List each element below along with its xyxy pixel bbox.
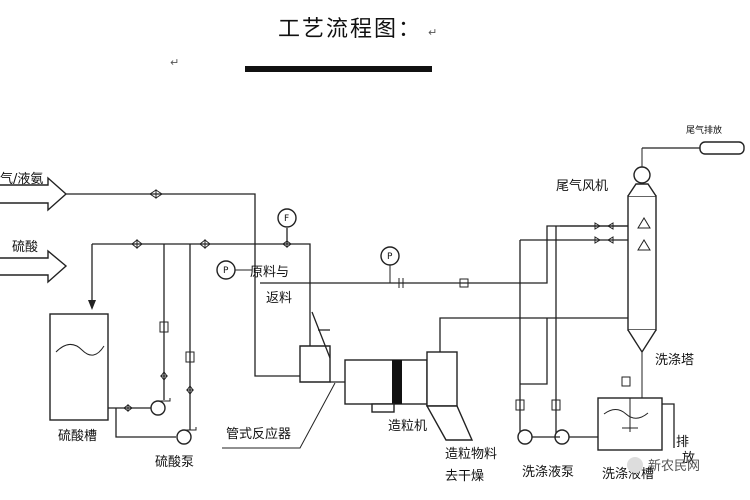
- wash-pump-1: [517, 429, 533, 445]
- tank-to-pump2-pipe: [115, 408, 176, 438]
- hood-drain-line: [520, 318, 548, 385]
- spray-valve-1: [594, 222, 614, 230]
- granulator-exhaust-pipe: [260, 225, 628, 284]
- title-underline: [245, 66, 432, 72]
- discharge-label-2: 放: [682, 451, 695, 466]
- exhaust-outlet: [699, 141, 745, 155]
- pressure-gauge-2-label: P: [387, 252, 393, 262]
- diagram-title: 工艺流程图：: [278, 17, 422, 42]
- hood-exhaust-pipe: [439, 317, 628, 352]
- spray-valve-2: [594, 236, 614, 244]
- granulator-motor: [371, 403, 395, 413]
- tank-label: 硫酸槽: [58, 429, 97, 444]
- pump2-valve: [186, 385, 194, 395]
- tank-inlet-valve: [621, 376, 631, 387]
- exhaust-label: 尾气排放: [686, 124, 722, 136]
- pipe-reactor-body: [299, 345, 331, 383]
- tower-spray-nozzle-2: [637, 239, 651, 251]
- fan-label: 尾气风机: [556, 178, 608, 194]
- title-return-mark: ↵: [428, 26, 437, 39]
- acid-pump-2: [176, 429, 192, 445]
- reactor-label: 管式反应器: [226, 426, 291, 442]
- sulfuric-acid-tank: [49, 313, 109, 421]
- raw-return-label-2: 返料: [266, 291, 292, 306]
- wash-tank-label: 洗涤液槽: [602, 467, 654, 482]
- flow-indicator-gauge: [277, 208, 297, 228]
- discharge-chute: [425, 405, 474, 441]
- tower-label: 洗涤塔: [655, 353, 694, 368]
- tank-liquid-level: [55, 344, 105, 356]
- acid-pump-2-outlet: [184, 427, 197, 431]
- tower-spray-nozzle-1: [637, 217, 651, 229]
- ammonia-pipe: [66, 193, 300, 377]
- pump-label: 硫酸泵: [155, 455, 194, 470]
- to-dryer-label-2: 去干燥: [445, 469, 484, 484]
- acid-header-pipe: [92, 243, 311, 350]
- tower-bottom-cone: [627, 329, 657, 354]
- pump2-check-valve: [185, 351, 195, 363]
- pressure-gauge-1-label: P: [223, 266, 229, 276]
- exhaust-damper: [459, 278, 469, 288]
- acid-pump-1-outlet: [158, 398, 171, 402]
- discharge-label: 排: [676, 435, 689, 450]
- watermark: 新农民网: [648, 458, 700, 474]
- wash-pump-1-valve: [515, 399, 525, 411]
- acid-pump-1: [150, 400, 166, 416]
- granulator-discharge-hood: [426, 351, 458, 407]
- acid-label: 硫酸: [12, 240, 38, 255]
- flow-indicator-label: F: [284, 214, 289, 224]
- ammonia-valve: [149, 189, 163, 199]
- wash-tank-liquid-level: [603, 409, 649, 419]
- wash-tank-agitator: [622, 398, 638, 432]
- acid-to-tank-arrow: [88, 300, 96, 310]
- granulator-drum: [344, 359, 428, 405]
- granulator-ring-gear: [392, 360, 402, 404]
- raw-return-label: 原料与: [250, 265, 289, 280]
- wash-pump-2-valve: [551, 399, 561, 411]
- scrubbing-tower: [627, 195, 657, 331]
- corner-return-mark: ↵: [170, 56, 179, 69]
- acid-inlet-arrow: [0, 249, 68, 284]
- acid-valve-1: [131, 238, 143, 250]
- ammonia-label: 气/液氨: [0, 171, 43, 187]
- reactor-feed-chute: [311, 311, 331, 359]
- pump1-valve: [160, 371, 168, 381]
- tower-top-cone: [627, 183, 657, 197]
- acid-valve-3: [282, 240, 292, 248]
- acid-valve-2: [199, 238, 211, 250]
- to-dryer-label: 造粒物料: [445, 447, 497, 462]
- pump1-check-valve: [159, 321, 169, 333]
- pump-suction-valve: [123, 404, 133, 412]
- wash-pump-label: 洗涤液泵: [522, 465, 574, 480]
- tank-overflow: [662, 403, 675, 448]
- watermark-icon: [627, 457, 643, 473]
- reactor-leader-line: [222, 382, 336, 449]
- granulator-label: 造粒机: [388, 419, 427, 434]
- tail-gas-fan: [633, 166, 651, 184]
